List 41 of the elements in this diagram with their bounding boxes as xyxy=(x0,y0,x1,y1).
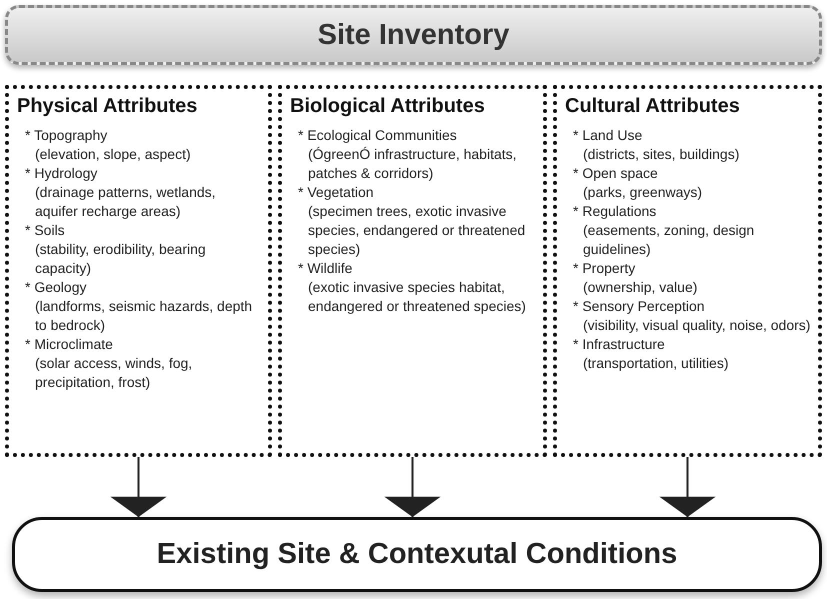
attribute-panel xyxy=(5,85,272,457)
list-item: * Geology xyxy=(24,278,88,297)
list-item: * Microclimate xyxy=(24,335,114,354)
arrow xyxy=(384,457,441,517)
item-description: (ÓgreenÓ infrastructure, habitats, patches & corridors) xyxy=(307,145,518,183)
list-item: * Infrastructure xyxy=(572,335,666,354)
item-description: (easements, zoning, design guidelines) xyxy=(582,221,756,259)
heading: Physical Attributes xyxy=(17,95,198,118)
item-description: (landforms, seismic hazards, depth to bedrock) xyxy=(34,297,254,335)
arrow xyxy=(659,457,716,517)
list-item: * Property xyxy=(572,259,636,278)
item-description: (parks, greenways) xyxy=(582,183,704,202)
item-description: (drainage patterns, wetlands, aquifer recharge areas) xyxy=(34,183,217,221)
heading: Existing Site & Contexutal Conditions xyxy=(156,538,678,571)
item-description: (districts, sites, buildings) xyxy=(582,145,740,164)
title-banner xyxy=(5,5,822,65)
result-box xyxy=(12,517,822,592)
attribute-panel xyxy=(553,85,822,457)
item-description: (transportation, utilities) xyxy=(582,354,730,373)
item-description: (solar access, winds, fog, precipitation, frost) xyxy=(34,354,194,392)
list-item: * Wildlife xyxy=(297,259,354,278)
list-item: * Land Use xyxy=(572,126,644,145)
item-description: (exotic invasive species habitat, endangered or threatened species) xyxy=(307,278,527,316)
attribute-panel xyxy=(278,85,547,457)
item-description: (ownership, value) xyxy=(582,278,698,297)
item-description: (stability, erodibility, bearing capacity) xyxy=(34,240,207,278)
list-item: * Ecological Communities xyxy=(297,126,458,145)
list-item: * Hydrology xyxy=(24,164,98,183)
heading: Site Inventory xyxy=(318,18,510,52)
item-description: (visibility, visual quality, noise, odors) xyxy=(582,316,812,335)
list-item: * Open space xyxy=(572,164,659,183)
item-description: (elevation, slope, aspect) xyxy=(34,145,192,164)
list-item: * Topography xyxy=(24,126,108,145)
heading: Biological Attributes xyxy=(290,95,486,118)
list-item: * Soils xyxy=(24,221,66,240)
item-description: (specimen trees, exotic invasive species, endangered or threatened species) xyxy=(307,202,526,259)
list-item: * Regulations xyxy=(572,202,658,221)
heading: Cultural Attributes xyxy=(565,95,741,118)
list-item: * Sensory Perception xyxy=(572,297,706,316)
list-item: * Vegetation xyxy=(297,183,375,202)
arrow xyxy=(110,457,167,517)
